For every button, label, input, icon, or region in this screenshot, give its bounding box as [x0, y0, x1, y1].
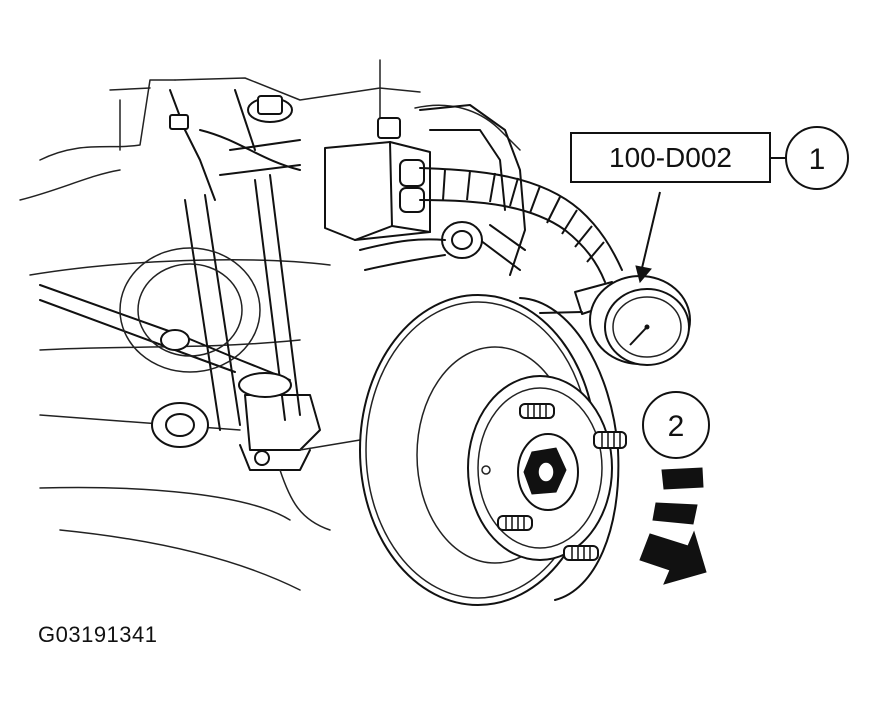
dial-indicator-icon [539, 275, 691, 366]
strut-assembly [169, 89, 301, 201]
rotation-arrow-icon [639, 467, 707, 585]
magnetic-base [324, 141, 431, 241]
stabilizer-link [39, 174, 301, 448]
brake-rotor [359, 294, 627, 606]
flexible-arm [419, 167, 623, 283]
steering-knuckle [119, 247, 401, 531]
caliper-bracket [359, 104, 526, 276]
callout-1-label: 1 [809, 143, 826, 176]
tool-callout: 100-D002 1 [570, 126, 849, 284]
figure-id: G03191341 [38, 622, 158, 647]
vehicle-body-outline [19, 59, 521, 591]
callout-2-label: 2 [668, 410, 685, 443]
wheel-studs [497, 403, 627, 561]
tool-number-label: 100-D002 [609, 142, 732, 173]
rotation-callout: 2 [642, 391, 710, 459]
